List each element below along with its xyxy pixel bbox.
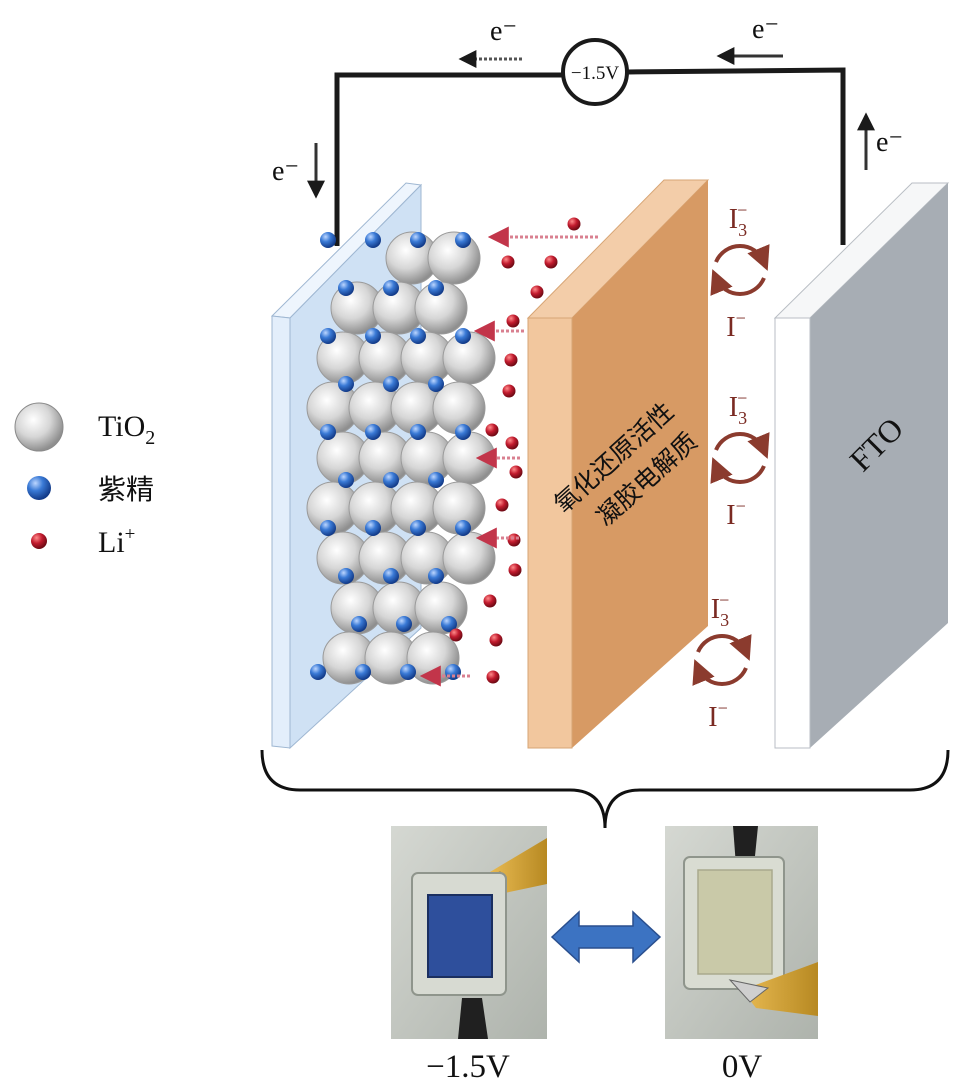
li-ion bbox=[568, 218, 581, 231]
viologen-molecule bbox=[320, 520, 336, 536]
voltmeter-label: −1.5V bbox=[571, 63, 619, 84]
viologen-molecule bbox=[383, 280, 399, 296]
viologen-molecule bbox=[310, 664, 326, 680]
electron-label: e⁻ bbox=[876, 127, 903, 158]
tio2-particle-layer bbox=[307, 232, 495, 684]
viologen-molecule bbox=[365, 520, 381, 536]
viologen-molecule bbox=[320, 232, 336, 248]
device-bleached-film bbox=[698, 870, 772, 974]
external-circuit: −1.5V e⁻ e⁻ e⁻ e⁻ bbox=[272, 14, 903, 246]
viologen-molecule bbox=[410, 520, 426, 536]
iodide-label: I− bbox=[726, 308, 745, 343]
tio2-particle bbox=[415, 582, 467, 634]
viologen-molecule bbox=[320, 424, 336, 440]
viologen-molecule bbox=[396, 616, 412, 632]
redox-arrow-bottom bbox=[716, 278, 764, 294]
iodide-label: I− bbox=[708, 698, 727, 733]
double-arrow bbox=[552, 912, 660, 962]
electrolyte-edge bbox=[528, 318, 572, 748]
li-ion bbox=[450, 629, 463, 642]
photo-colored-state: −1.5V bbox=[391, 826, 547, 1085]
viologen-molecule bbox=[383, 376, 399, 392]
left-electrode-edge bbox=[272, 316, 290, 748]
fto-edge bbox=[775, 318, 810, 748]
viologen-molecule bbox=[338, 376, 354, 392]
photo-left-caption: −1.5V bbox=[426, 1049, 510, 1085]
li-ion bbox=[506, 437, 519, 450]
curly-brace bbox=[262, 750, 948, 828]
viologen-molecule bbox=[455, 520, 471, 536]
device-colored-film bbox=[428, 895, 492, 977]
viologen-molecule bbox=[351, 616, 367, 632]
li-ion bbox=[507, 315, 520, 328]
viologen-molecule bbox=[365, 232, 381, 248]
li-ion bbox=[531, 286, 544, 299]
li-ion bbox=[484, 595, 497, 608]
photo-bleached-state: 0V bbox=[665, 826, 818, 1085]
li-ion bbox=[508, 534, 521, 547]
redox-arrow-top bbox=[716, 434, 764, 450]
state-switch-double-arrow bbox=[552, 912, 660, 962]
viologen-molecule bbox=[455, 424, 471, 440]
legend-tio2-icon bbox=[15, 403, 63, 451]
viologen-molecule bbox=[400, 664, 416, 680]
li-ion bbox=[496, 499, 509, 512]
viologen-molecule bbox=[445, 664, 461, 680]
tio2-particle bbox=[428, 232, 480, 284]
legend-tio2-label: TiO2 bbox=[98, 410, 155, 449]
li-ion bbox=[509, 564, 522, 577]
redox-arrow-bottom bbox=[716, 466, 764, 482]
viologen-molecule bbox=[428, 280, 444, 296]
fto-electrode: FTO bbox=[775, 183, 948, 748]
li-ion bbox=[545, 256, 558, 269]
redox-arrow-bottom bbox=[698, 668, 746, 684]
viologen-molecule bbox=[410, 328, 426, 344]
viologen-molecule bbox=[365, 424, 381, 440]
viologen-molecule bbox=[338, 280, 354, 296]
viologen-molecule bbox=[455, 328, 471, 344]
triiodide-label: I3− bbox=[729, 200, 747, 240]
legend-viologen-icon bbox=[27, 476, 51, 500]
triiodide-label: I3− bbox=[711, 590, 729, 630]
redox-arrow-top bbox=[698, 636, 746, 652]
viologen-molecule bbox=[355, 664, 371, 680]
legend: TiO2 紫精 Li+ bbox=[15, 403, 155, 559]
iodide-label: I− bbox=[726, 496, 745, 531]
viologen-molecule bbox=[428, 376, 444, 392]
viologen-molecule bbox=[365, 328, 381, 344]
redox-arrow-top bbox=[716, 246, 764, 262]
tio2-particle bbox=[443, 532, 495, 584]
viologen-molecule bbox=[428, 472, 444, 488]
viologen-molecule bbox=[410, 424, 426, 440]
electron-label: e⁻ bbox=[272, 156, 299, 187]
li-ion bbox=[503, 385, 516, 398]
li-ion bbox=[502, 256, 515, 269]
viologen-molecule bbox=[320, 328, 336, 344]
viologen-molecule bbox=[455, 232, 471, 248]
li-ion bbox=[490, 634, 503, 647]
viologen-molecule bbox=[383, 472, 399, 488]
triiodide-label: I3− bbox=[729, 388, 747, 428]
electron-label: e⁻ bbox=[490, 16, 517, 47]
li-ion bbox=[510, 466, 523, 479]
viologen-molecule bbox=[338, 472, 354, 488]
li-ion bbox=[487, 671, 500, 684]
viologen-molecule bbox=[383, 568, 399, 584]
photo-right-caption: 0V bbox=[722, 1049, 763, 1085]
electron-label: e⁻ bbox=[752, 14, 779, 45]
viologen-molecule bbox=[428, 568, 444, 584]
viologen-molecule bbox=[410, 232, 426, 248]
legend-li-icon bbox=[31, 533, 47, 549]
legend-li-label: Li+ bbox=[98, 524, 135, 559]
li-ion bbox=[486, 424, 499, 437]
legend-viologen-label: 紫精 bbox=[98, 473, 154, 506]
viologen-molecule bbox=[338, 568, 354, 584]
li-ion bbox=[505, 354, 518, 367]
